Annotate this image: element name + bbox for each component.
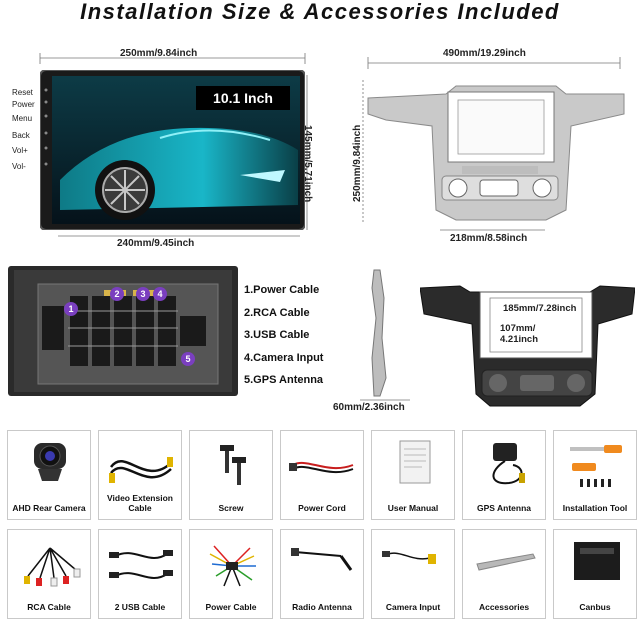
power-harness-icon [209, 545, 256, 587]
accessory-usb-cable: 2 USB Cable [98, 529, 182, 619]
video-cable-icon [109, 457, 173, 483]
accessory-ahd-rear-camera: AHD Rear Camera [7, 430, 91, 520]
radio-antenna-icon [291, 548, 353, 571]
button-label-back: Back [12, 131, 30, 140]
accessory-label: Radio Antenna [292, 602, 352, 612]
accessory-gps-antenna: GPS Antenna [462, 430, 546, 520]
accessory-label: Power Cable [205, 602, 257, 612]
legend-power-cable: 1.Power Cable [244, 284, 320, 296]
button-label-vol-up: Vol+ [12, 146, 28, 155]
back-panel [8, 266, 238, 396]
button-label-reset: Reset [12, 88, 33, 97]
gps-antenna-icon [492, 443, 525, 485]
accessory-screw: Screw [189, 430, 273, 520]
page-title: Installation Size & Accessories Included [80, 0, 560, 24]
accessory-label: Installation Tool [562, 503, 628, 513]
accessory-video-extension-cable: Video Extension Cable [98, 430, 182, 520]
radio-unit [40, 70, 305, 230]
canbus-box-icon [574, 542, 620, 580]
side-depth-label: 60mm/2.36inch [333, 402, 405, 413]
tool-icon [570, 445, 622, 487]
accessory-camera-input: Camera Input [371, 529, 455, 619]
accessory-label: Screw [218, 503, 244, 513]
port-badge-3: 3 [136, 287, 150, 301]
accessory-rca-cable: RCA Cable [7, 529, 91, 619]
accessory-power-cable: Power Cable [189, 529, 273, 619]
accessory-installation-tool: Installation Tool [553, 430, 637, 520]
port-badge-1: 1 [64, 302, 78, 316]
manual-icon [399, 440, 431, 484]
screen-size-badge: 10.1 Inch [196, 86, 290, 110]
accessory-label: RCA Cable [27, 602, 71, 612]
frame-side-profile [366, 268, 390, 398]
legend-gps-antenna: 5.GPS Antenna [244, 374, 324, 386]
button-label-power: Power [12, 100, 35, 109]
port-badge-4: 4 [153, 287, 167, 301]
trim-strip-icon [476, 553, 536, 571]
port-badge-2: 2 [110, 287, 124, 301]
frame-back [420, 284, 635, 409]
camera-input-icon [382, 551, 436, 564]
legend-usb-cable: 3.USB Cable [244, 329, 310, 341]
screw-icon [220, 445, 246, 485]
radio-height-label: 145mm/5.71inch [302, 125, 313, 203]
accessory-radio-antenna: Radio Antenna [280, 529, 364, 619]
button-label-vol-down: Vol- [12, 162, 26, 171]
usb-cable-icon [109, 550, 173, 579]
accessory-label: Video Extension Cable [107, 493, 173, 513]
frame-front [366, 80, 628, 230]
accessory-trim-strip: Accessories [462, 529, 546, 619]
opening-width-label: 185mm/7.28inch [503, 303, 577, 314]
accessory-label: Canbus [579, 602, 611, 612]
legend-rca-cable: 2.RCA Cable [244, 306, 310, 319]
power-cord-icon [289, 461, 354, 474]
radio-width-label: 250mm/9.84inch [120, 48, 198, 59]
legend-camera-input: 4.Camera Input [244, 351, 324, 364]
frame-bottom-label: 218mm/8.58inch [450, 233, 528, 244]
accessory-user-manual: User Manual [371, 430, 455, 520]
rca-cable-icon [24, 547, 81, 587]
camera-icon [34, 443, 66, 481]
opening-height-label: 107mm/ 4.21inch [500, 323, 539, 345]
accessory-label: Power Cord [298, 503, 346, 513]
accessory-label: 2 USB Cable [114, 602, 166, 612]
frame-width-label: 490mm/19.29inch [443, 48, 526, 59]
frame-height-label: 250mm/9.84inch [352, 124, 363, 202]
port-legend: 1.Power Cable 2.RCA Cable 3.USB Cable 4.… [244, 279, 323, 392]
accessory-canbus: Canbus [553, 529, 637, 619]
accessory-label: AHD Rear Camera [12, 503, 86, 513]
button-label-menu: Menu [12, 114, 33, 123]
accessory-label: User Manual [387, 503, 439, 513]
accessories-grid: AHD Rear Camera Video Extension Cable Sc… [0, 430, 640, 625]
port-badge-5: 5 [181, 352, 195, 366]
accessory-label: GPS Antenna [477, 503, 531, 513]
accessory-power-cord: Power Cord [280, 430, 364, 520]
radio-screen-width-label: 240mm/9.45inch [117, 238, 195, 249]
accessory-label: Accessories [478, 602, 530, 612]
accessory-label: Camera Input [385, 602, 441, 612]
